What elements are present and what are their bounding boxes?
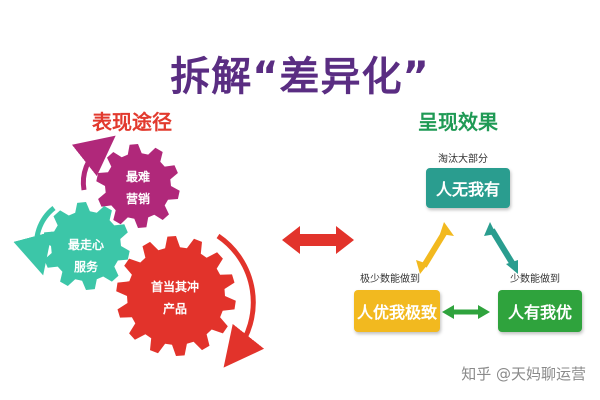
purple-cycle-arrow [71,135,116,191]
left-section-heading: 表现途径 [92,110,172,134]
red-cycle-arrow [216,233,265,368]
double-arrow-red [282,226,354,254]
box-better: 人有我优 [498,290,582,332]
right-box-caption: 少数能做到 [510,274,560,285]
gear-marketing-label: 最难 营销 [110,166,166,210]
gear-marketing-line1: 最难 [125,170,150,184]
teal-cycle-arrow [13,206,56,276]
gear-service-line2: 服务 [73,260,98,274]
gear1-body [96,144,180,228]
box-unique: 人无我有 [426,168,510,208]
page-title: 拆解“差异化” [170,54,430,100]
gear-product [116,236,236,356]
gear-product-line1: 首当其冲 [150,280,199,294]
gear-marketing-line2: 营销 [125,192,150,206]
watermark: 知乎 @天妈聊运营 [461,365,586,383]
gear-service [42,202,130,290]
gear3-body [116,236,236,356]
gear-marketing [96,144,180,228]
gear-service-label: 最走心 服务 [54,234,118,278]
left-box-caption: 极少数能做到 [360,274,420,285]
right-section-heading: 呈现效果 [418,110,498,134]
gear2-body [42,202,130,290]
arrow-right-to-top [484,222,518,274]
arrow-left-to-top [416,222,454,274]
top-box-caption: 淘汰大部分 [438,154,488,165]
gear-product-label: 首当其冲 产品 [140,276,210,320]
gear-product-line2: 产品 [162,302,187,316]
gear-service-line1: 最走心 [67,238,104,252]
box-excellence: 人优我极致 [354,290,440,332]
arrow-bottom-double [442,305,490,319]
